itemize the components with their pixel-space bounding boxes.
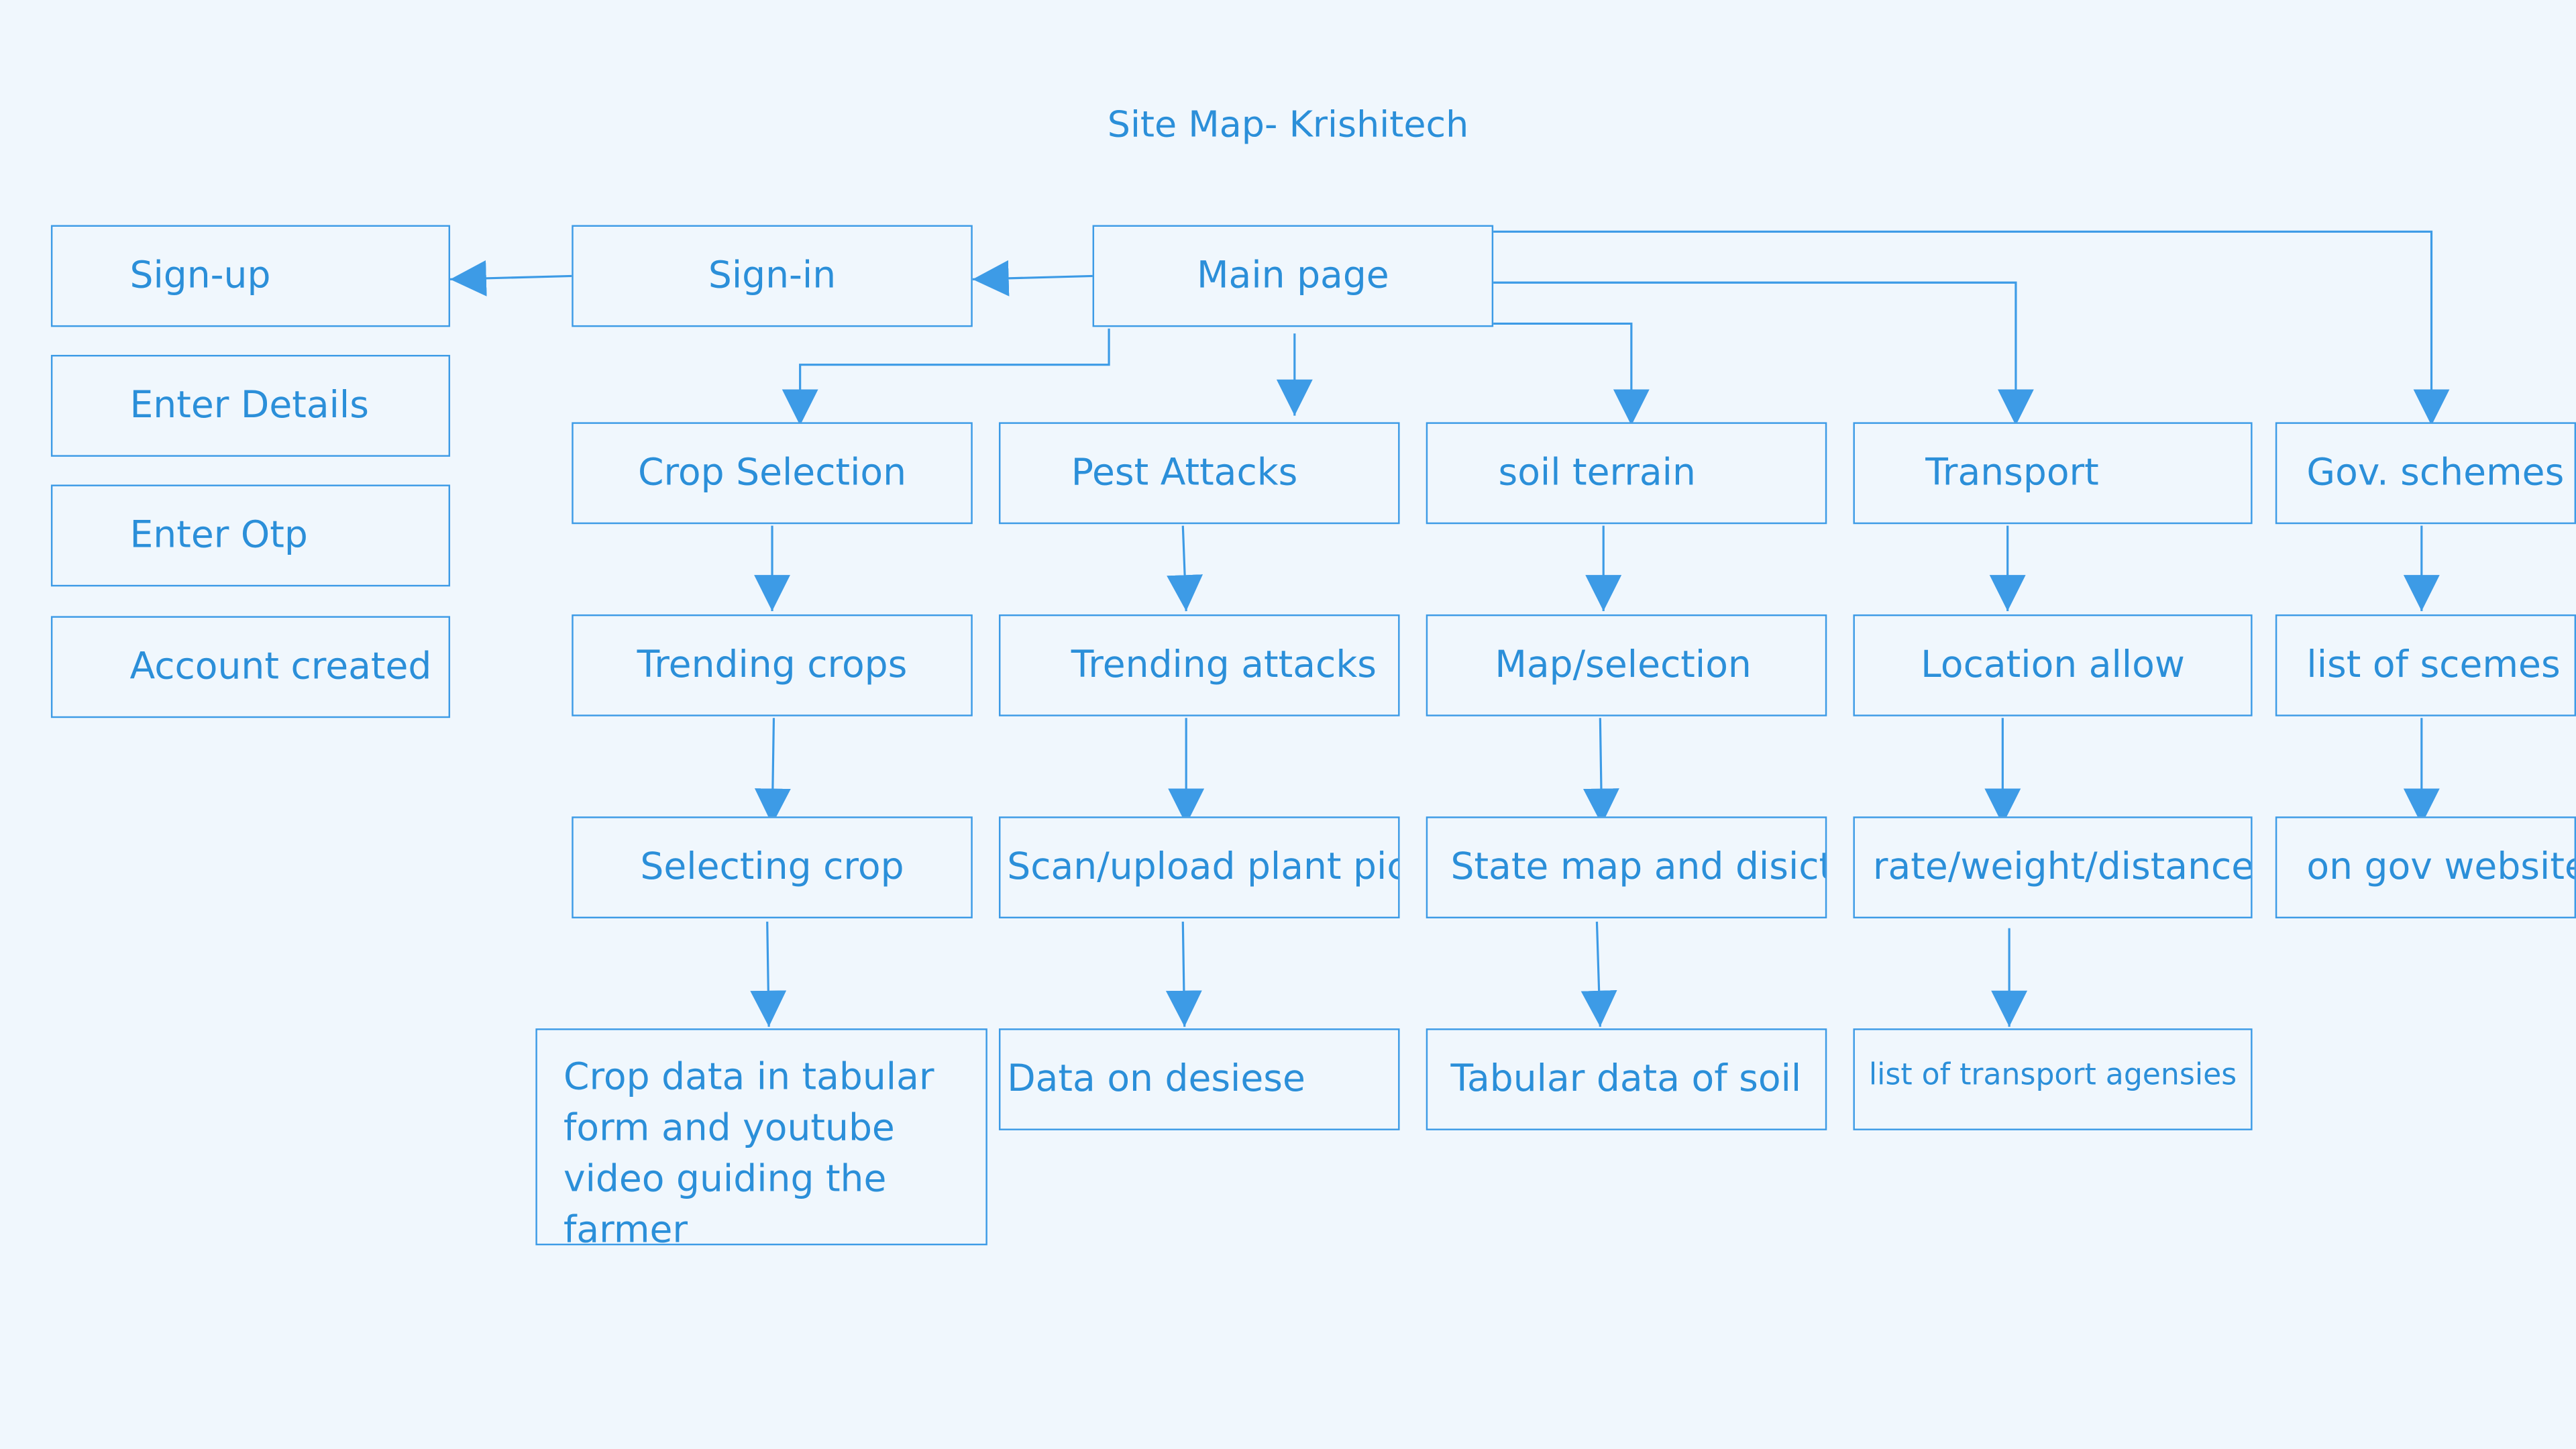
main-page-node: Main page: [1092, 225, 1494, 327]
map-selection-node: Map/selection: [1426, 614, 1827, 716]
connector-pest-3: [1165, 921, 1202, 1027]
trending-attacks-node: Trending attacks: [998, 614, 1400, 716]
enter-details-node: Enter Details: [50, 354, 451, 457]
connector-main-to-transport: [1491, 281, 2034, 426]
soil-terrain-node: soil terrain: [1426, 422, 1827, 525]
crop-selection-node: Crop Selection: [572, 422, 973, 525]
connector-main-to-signin: [972, 260, 1093, 297]
pest-attacks-node: Pest Attacks: [998, 422, 1400, 525]
connector-crop-3: [750, 921, 787, 1027]
state-map-node: State map and disict: [1426, 816, 1827, 918]
connector-main-to-soil-terrain: [1491, 322, 1650, 426]
connector-main-to-gov-schemes: [1491, 230, 2450, 426]
signin-node: Sign-in: [572, 225, 973, 327]
signup-node: Sign-up: [50, 225, 451, 327]
location-allow-node: Location allow: [1853, 614, 2253, 716]
soil-data-node: Tabular data of soil: [1426, 1028, 1827, 1130]
trending-crops-node: Trending crops: [572, 614, 973, 716]
crop-data-node: Crop data in tabular form and youtube vi…: [535, 1028, 987, 1252]
connector-soil-2: [1583, 718, 1619, 825]
transport-agencies-node: list of transport agensies: [1853, 1028, 2253, 1130]
account-created-node: Account created: [50, 616, 451, 718]
transport-node: Transport: [1853, 422, 2253, 525]
connector-main-to-crop-selection: [782, 328, 1110, 426]
rate-weight-distance-node: rate/weight/distance: [1853, 816, 2253, 918]
selecting-crop-node: Selecting crop: [572, 816, 973, 918]
list-of-schemes-node: list of scemes: [2275, 614, 2576, 716]
gov-website-node: on gov website: [2275, 816, 2576, 918]
gov-schemes-node: Gov. schemes: [2275, 422, 2576, 525]
diagram-title: Site Map- Krishitech: [1107, 105, 1469, 146]
scan-upload-node: Scan/upload plant pic: [998, 816, 1400, 918]
enter-otp-node: Enter Otp: [50, 484, 451, 587]
connector-pest-1: [1167, 525, 1203, 612]
disease-data-node: Data on desiese: [998, 1028, 1400, 1130]
connector-signin-to-signup: [449, 260, 572, 297]
connector-crop-2: [754, 718, 791, 825]
connector-soil-3: [1580, 921, 1617, 1027]
